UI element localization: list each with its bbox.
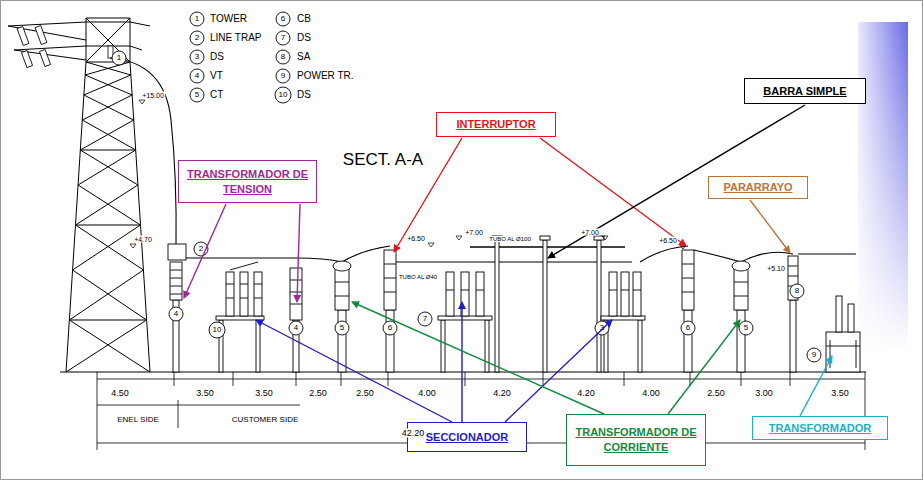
callout-number: 10 (279, 91, 288, 99)
elevation-label: +7.00 (464, 229, 484, 236)
callout-box: TRANSFORMADOR DE CORRIENTE (566, 414, 706, 466)
callout-text: TRANSFORMADOR DE TENSION (184, 167, 311, 197)
callout-box: PARARRAYO (708, 176, 808, 199)
dimension-label: 4.20 (576, 389, 596, 398)
legend-text: DS (297, 33, 311, 43)
dimension-label: 3.50 (254, 389, 274, 398)
callout-box: INTERRUPTOR (436, 112, 556, 137)
side-label: 42.20 (401, 429, 426, 438)
callout-number: 6 (686, 324, 690, 332)
side-label: ENEL SIDE (116, 416, 160, 424)
callout-box: TRANSFORMADOR DE TENSION (178, 160, 317, 203)
callout-text: PARARRAYO (723, 180, 792, 195)
dimension-label: 2.50 (706, 389, 726, 398)
callout-number: 6 (388, 324, 392, 332)
legend-text: CT (210, 90, 223, 100)
dimension-label: 4.00 (641, 389, 661, 398)
legend-text: LINE TRAP (210, 33, 262, 43)
callout-number: 5 (195, 91, 199, 99)
callout-number: 9 (281, 72, 285, 80)
legend-text: VT (210, 71, 223, 81)
dimension-label: 3.00 (754, 389, 774, 398)
elevation-label: +6.50 (406, 235, 426, 242)
callout-number: 4 (294, 324, 298, 332)
legend-text: CB (297, 14, 311, 24)
callout-box: TRANSFORMADOR (752, 416, 888, 440)
dimension-label: 3.50 (195, 389, 215, 398)
elevation-label: +15.00 (141, 92, 165, 99)
callout-number: 7 (281, 34, 285, 42)
dimension-label: 4.50 (110, 389, 130, 398)
callout-number: 10 (213, 326, 222, 334)
callout-text: TRANSFORMADOR DE CORRIENTE (572, 425, 700, 455)
dimension-label: 2.50 (355, 389, 375, 398)
legend-text: SA (297, 52, 310, 62)
callout-number: 5 (340, 324, 344, 332)
callout-number: 3 (600, 324, 604, 332)
legend-text: DS (297, 90, 311, 100)
legend-text: POWER TR. (297, 71, 353, 81)
callout-number: 2 (195, 34, 199, 42)
side-label: CUSTOMER SIDE (231, 416, 300, 424)
elevation-label: +7.00 (580, 229, 600, 236)
dimension-label: 4.00 (417, 389, 437, 398)
callout-number: 8 (281, 53, 285, 61)
elevation-label: TUBO AL Ø100 (488, 236, 531, 242)
elevation-label: +4.70 (133, 236, 153, 243)
callout-text: INTERRUPTOR (456, 117, 535, 132)
elevation-label: TUBO AL Ø40 (398, 274, 438, 280)
section-title: SECT. A-A (341, 151, 425, 170)
dimension-label: 4.20 (492, 389, 512, 398)
callout-box: BARRA SIMPLE (744, 78, 866, 104)
callout-number: 2 (199, 245, 203, 253)
callout-number: 9 (812, 351, 816, 359)
dimension-label: 3.50 (830, 389, 850, 398)
callout-number: 8 (795, 287, 799, 295)
callout-text: TRANSFORMADOR (769, 421, 872, 436)
callout-number: 3 (195, 53, 199, 61)
legend-text: TOWER (210, 14, 247, 24)
callout-text: SECCIONADOR (426, 430, 509, 445)
callout-text: BARRA SIMPLE (763, 84, 846, 99)
callout-number: 5 (744, 324, 748, 332)
callout-number: 1 (117, 54, 121, 62)
callout-number: 4 (195, 72, 199, 80)
legend-text: DS (210, 52, 224, 62)
callout-number: 1 (195, 15, 199, 23)
elevation-label: +5.10 (766, 265, 786, 272)
callout-number: 7 (423, 315, 427, 323)
dimension-label: 2.50 (308, 389, 328, 398)
elevation-label: +6.50 (658, 237, 678, 244)
callout-number: 6 (281, 15, 285, 23)
callout-number: 4 (174, 310, 178, 318)
